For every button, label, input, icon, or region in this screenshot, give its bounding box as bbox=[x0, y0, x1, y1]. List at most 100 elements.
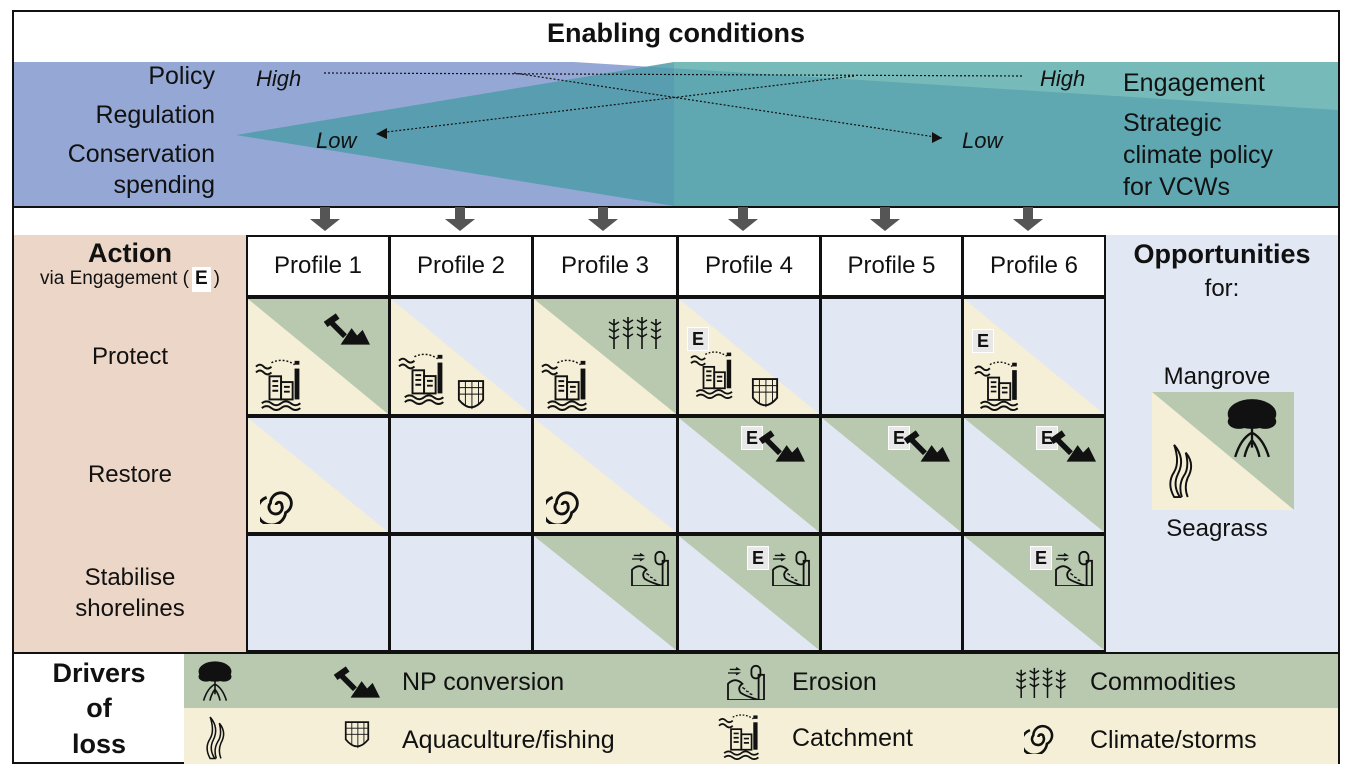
left-label-policy: Policy bbox=[148, 62, 215, 90]
engagement-badge: E bbox=[747, 546, 769, 570]
left-label-conservation: Conservation bbox=[67, 140, 215, 168]
aquaculture-icon bbox=[457, 379, 485, 413]
action-subtitle-close: ) bbox=[213, 268, 220, 290]
legend-mangrove-row: NP conversion Erosion Commodities bbox=[246, 654, 1338, 708]
divider-line bbox=[12, 206, 1340, 208]
row-stabilise-line1: Stabilise bbox=[84, 563, 176, 591]
seagrass-label: Seagrass bbox=[1166, 515, 1268, 542]
cell-stabilise-p6: E bbox=[962, 534, 1106, 652]
cell-restore-p6: E bbox=[962, 416, 1106, 534]
opportunities-for: for: bbox=[1204, 275, 1240, 302]
opportunities-panel: Opportunities for: Mangrove Seagrass bbox=[1106, 235, 1338, 652]
mangrove-label: Mangrove bbox=[1163, 363, 1271, 390]
drivers-line2: of bbox=[86, 693, 112, 724]
cell-protect-p2 bbox=[389, 297, 533, 416]
legend-np-conversion: NP conversion bbox=[402, 668, 565, 696]
cell-protect-p4: E bbox=[677, 297, 821, 416]
cell-stabilise-p1 bbox=[246, 534, 390, 652]
legend-climate-storms: Climate/storms bbox=[1090, 726, 1257, 754]
drivers-line3: loss bbox=[71, 728, 127, 759]
profile-5-header: Profile 5 bbox=[820, 235, 963, 297]
np-conversion-icon bbox=[324, 313, 370, 345]
action-title: Action bbox=[88, 238, 172, 269]
catchment-icon bbox=[397, 351, 455, 405]
engagement-badge: E bbox=[972, 329, 994, 353]
cell-protect-p5 bbox=[820, 297, 963, 416]
low-left-label: Low bbox=[316, 128, 357, 153]
erosion-icon bbox=[771, 550, 811, 586]
high-right-label: High bbox=[1040, 66, 1086, 91]
legend-seagrass-swatch bbox=[184, 708, 246, 764]
legend-catchment: Catchment bbox=[792, 724, 913, 752]
row-restore: Restore bbox=[14, 416, 246, 534]
climate-storms-icon bbox=[546, 486, 584, 524]
action-header: Action via Engagement ( E ) bbox=[14, 235, 246, 297]
np-conversion-icon bbox=[759, 430, 805, 462]
cell-protect-p1 bbox=[246, 297, 390, 416]
right-label-strategic: Strategic bbox=[1123, 109, 1222, 137]
catchment-icon bbox=[540, 357, 598, 411]
left-label-spending: spending bbox=[113, 171, 215, 199]
legend-erosion: Erosion bbox=[792, 668, 877, 696]
opportunities-title: Opportunities bbox=[1133, 239, 1311, 269]
legend-divider bbox=[14, 652, 1338, 654]
row-stabilise: Stabilise shorelines bbox=[14, 534, 246, 652]
catchment-icon bbox=[716, 712, 770, 760]
enabling-gradient bbox=[14, 62, 1338, 206]
commodities-icon bbox=[1012, 666, 1068, 698]
legend-seagrass-row: Aquaculture/fishing Catchment Climate/st… bbox=[246, 708, 1338, 764]
np-conversion-icon bbox=[1050, 430, 1096, 462]
erosion-icon bbox=[726, 664, 766, 700]
cell-restore-p4: E bbox=[677, 416, 821, 534]
seagrass-icon bbox=[202, 714, 226, 760]
low-right-label: Low bbox=[962, 128, 1003, 153]
high-left-label: High bbox=[256, 66, 302, 91]
profile-1-header: Profile 1 bbox=[246, 235, 390, 297]
cell-stabilise-p5 bbox=[820, 534, 963, 652]
erosion-icon bbox=[1054, 550, 1094, 586]
legend-mangrove-swatch bbox=[184, 654, 246, 708]
cell-stabilise-p2 bbox=[389, 534, 533, 652]
drivers-of-loss-label: Drivers of loss bbox=[14, 654, 184, 764]
profile-4-header: Profile 4 bbox=[677, 235, 821, 297]
right-label-vcws: for VCWs bbox=[1123, 173, 1230, 201]
profile-2-header: Profile 2 bbox=[389, 235, 533, 297]
catchment-icon bbox=[687, 349, 745, 399]
cell-protect-p3 bbox=[532, 297, 678, 416]
cell-restore-p2 bbox=[389, 416, 533, 534]
cell-protect-p6: E bbox=[962, 297, 1106, 416]
row-protect: Protect bbox=[14, 297, 246, 416]
drivers-line1: Drivers bbox=[52, 658, 146, 689]
row-stabilise-line2: shorelines bbox=[75, 595, 185, 622]
cell-stabilise-p3 bbox=[532, 534, 678, 652]
right-label-climate-policy: climate policy bbox=[1123, 141, 1274, 169]
mangrove-icon bbox=[196, 658, 234, 704]
action-subtitle-text: via Engagement ( bbox=[40, 268, 189, 290]
engagement-badge: E bbox=[687, 327, 709, 351]
cell-restore-p1 bbox=[246, 416, 390, 534]
figure-title: Enabling conditions bbox=[547, 18, 805, 48]
cell-restore-p5: E bbox=[820, 416, 963, 534]
commodities-icon bbox=[606, 315, 662, 349]
aquaculture-icon bbox=[344, 720, 370, 752]
engagement-badge: E bbox=[1030, 546, 1052, 570]
cell-restore-p3 bbox=[532, 416, 678, 534]
climate-storms-icon bbox=[1024, 720, 1058, 754]
catchment-icon bbox=[972, 359, 1030, 411]
aquaculture-icon bbox=[751, 377, 779, 411]
action-e-badge: E bbox=[191, 267, 211, 292]
mangrove-icon bbox=[1224, 395, 1280, 461]
action-subtitle: via Engagement ( E ) bbox=[40, 267, 220, 292]
right-label-engagement: Engagement bbox=[1123, 69, 1265, 97]
profile-6-header: Profile 6 bbox=[962, 235, 1106, 297]
legend-aquaculture: Aquaculture/fishing bbox=[402, 726, 615, 754]
erosion-icon bbox=[630, 550, 670, 586]
cell-stabilise-p4: E bbox=[677, 534, 821, 652]
down-arrows bbox=[310, 207, 1043, 231]
climate-storms-icon bbox=[260, 486, 298, 524]
np-conversion-icon bbox=[904, 430, 950, 462]
legend-commodities: Commodities bbox=[1090, 668, 1236, 696]
seagrass-icon bbox=[1164, 441, 1194, 499]
left-label-regulation: Regulation bbox=[95, 101, 215, 129]
profile-3-header: Profile 3 bbox=[532, 235, 678, 297]
